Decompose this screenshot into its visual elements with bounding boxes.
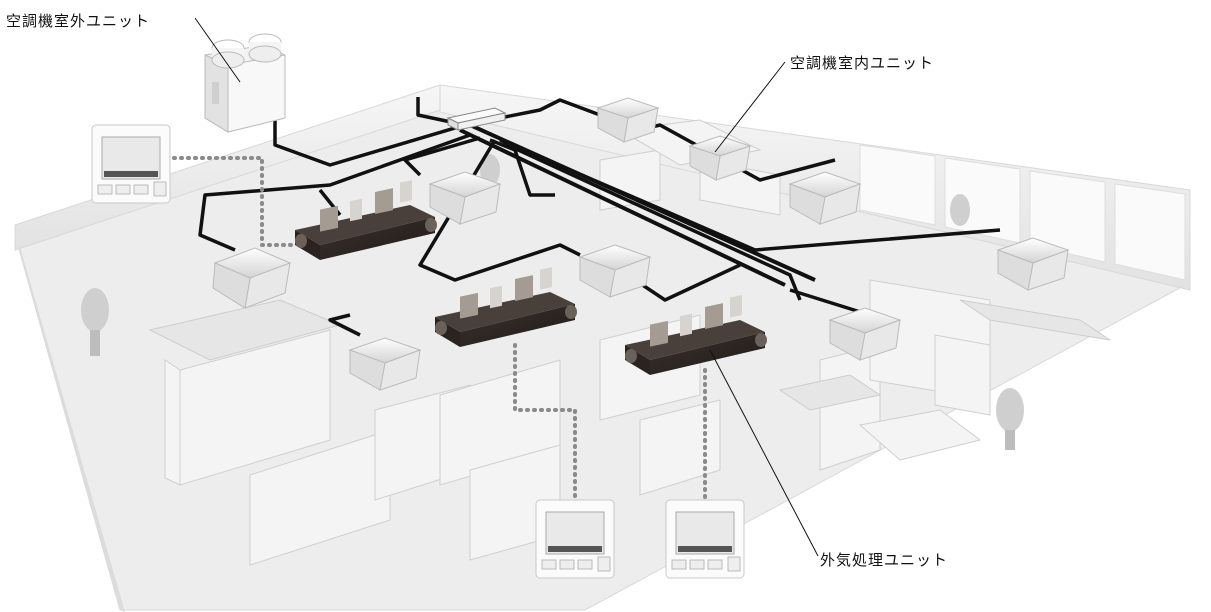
plants	[81, 154, 1024, 450]
indoor-unit	[996, 237, 1070, 291]
oa-unit	[295, 180, 437, 260]
partitions	[164, 119, 991, 566]
indoor-unit-label: 空調機室内ユニット	[790, 54, 935, 72]
branch-box	[446, 107, 507, 131]
oa-unit	[435, 267, 577, 347]
outdoor-unit-label: 空調機室外ユニット	[6, 12, 151, 30]
main-trunk-line-2	[459, 128, 786, 287]
outdoor-unit	[204, 33, 286, 133]
remote-controllers	[91, 124, 745, 579]
indoor-unit	[348, 337, 422, 391]
remote-controller	[665, 499, 745, 579]
remote-controller	[535, 499, 615, 579]
indoor-unit	[828, 307, 902, 361]
indoor-unit	[788, 171, 862, 225]
indoor-unit	[596, 97, 660, 143]
floor-edge	[15, 235, 125, 612]
indoor-unit	[212, 247, 292, 309]
leader-lines	[194, 17, 819, 557]
remote-controller	[91, 124, 171, 204]
outdoor-air-units	[295, 180, 767, 375]
indoor-unit	[428, 171, 502, 225]
remote-wiring	[172, 156, 707, 507]
indoor-unit	[578, 244, 652, 298]
oa-unit	[625, 295, 767, 375]
outdoor-air-unit-label: 外気処理ユニット	[820, 551, 949, 569]
indoor-units	[212, 97, 1070, 391]
desks	[148, 299, 1111, 411]
main-trunk-line	[469, 123, 816, 282]
